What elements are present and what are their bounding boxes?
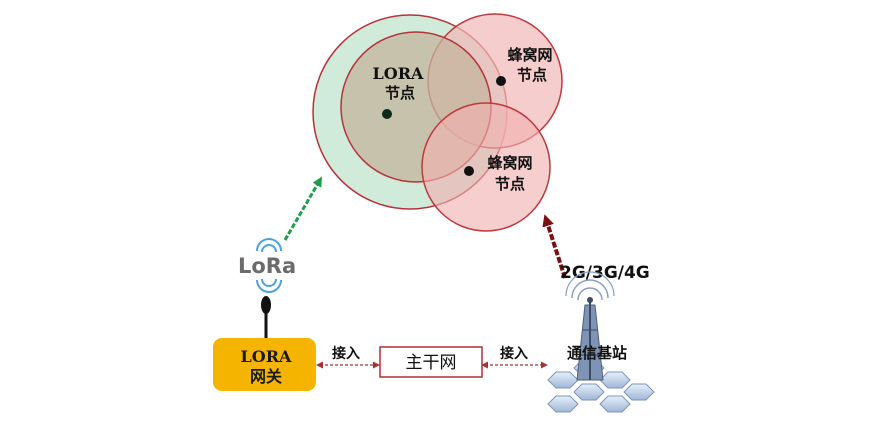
cellular-uplink-arrow	[542, 214, 567, 279]
access-right-label: 接入	[500, 345, 528, 362]
cell-node-mid-dot	[464, 166, 474, 176]
base-station-label: 通信基站	[567, 344, 627, 362]
cell-node-mid-label-line2: 节点	[495, 175, 525, 193]
backbone-label: 主干网	[406, 353, 457, 373]
cell-node-top-label-line2: 节点	[517, 66, 547, 84]
network-generation-label: 2G/3G/4G	[560, 263, 650, 283]
lora-uplink-arrow	[283, 176, 323, 241]
access-left-label: 接入	[332, 345, 360, 362]
gateway-label-line1: LORA	[241, 347, 292, 366]
lora-node-label-line2: 节点	[385, 84, 415, 102]
cell-node-top-dot	[496, 76, 506, 86]
cell-node-top-label-line1: 蜂窝网	[507, 46, 552, 64]
lora-logo-text: LoRa	[238, 254, 296, 278]
cell-coverage-mid	[421, 102, 551, 232]
cell-node-mid-label-line1: 蜂窝网	[487, 154, 532, 172]
lora-logo: LoRa	[238, 238, 296, 293]
gateway-label-line2: 网关	[250, 367, 282, 386]
backbone-box	[379, 346, 483, 378]
base-station-tower-icon	[565, 271, 615, 381]
lora-node-dot	[382, 109, 392, 119]
gateway-antenna-icon	[261, 296, 271, 340]
lora-node-label-line1: LORA	[373, 64, 424, 83]
gateway-box	[213, 338, 316, 391]
